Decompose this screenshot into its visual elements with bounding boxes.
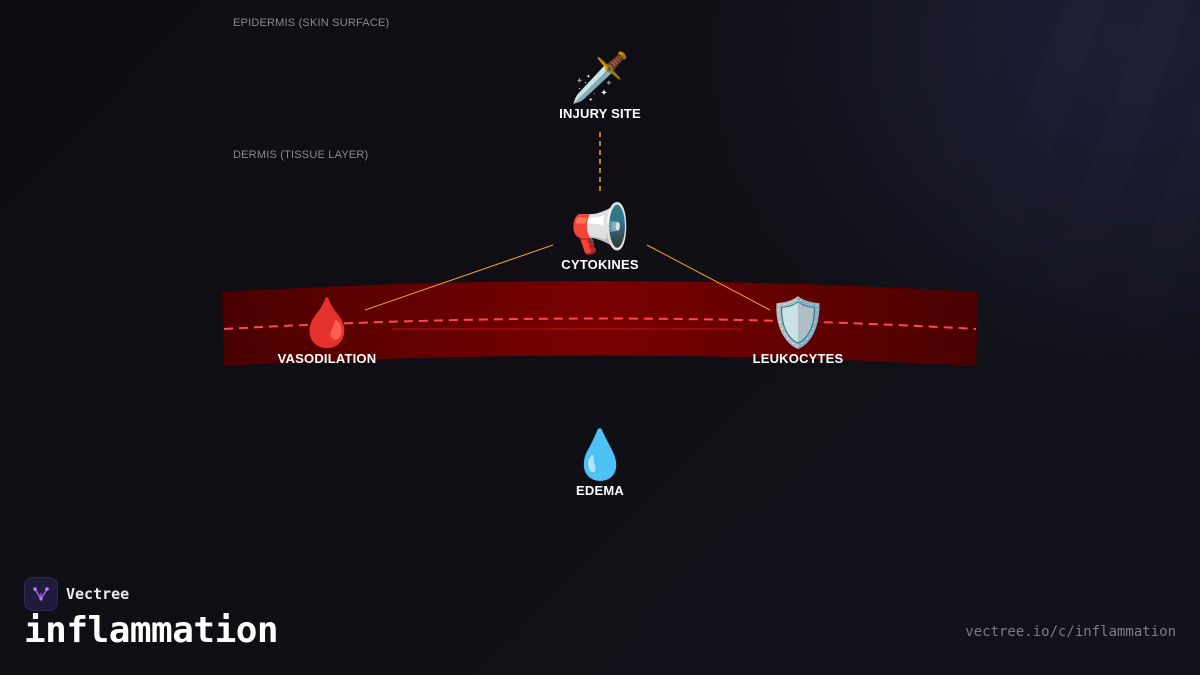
vectree-logo-icon (24, 577, 58, 611)
node-label: INJURY SITE (559, 106, 641, 121)
node-injury-site: 🗡️ INJURY SITE (510, 50, 690, 121)
node-label: CYTOKINES (561, 257, 639, 272)
node-label: LEUKOCYTES (752, 351, 844, 366)
blood-drop-icon: 🩸 (297, 295, 357, 351)
dagger-icon: 🗡️ (570, 50, 630, 106)
megaphone-icon: 📢 (570, 201, 630, 257)
node-leukocytes: 🛡️ LEUKOCYTES (708, 295, 888, 366)
node-label: VASODILATION (277, 351, 377, 366)
page-title: inflammation (24, 610, 279, 651)
blood-vessel (222, 281, 978, 366)
dermis-label: DERMIS (TISSUE LAYER) (233, 149, 369, 161)
epidermis-label: EPIDERMIS (SKIN SURFACE) (233, 17, 390, 29)
node-cytokines: 📢 CYTOKINES (510, 201, 690, 272)
node-edema: 💧 EDEMA (510, 427, 690, 498)
node-vasodilation: 🩸 VASODILATION (237, 295, 417, 366)
node-label: EDEMA (576, 483, 624, 498)
water-drop-icon: 💧 (570, 427, 630, 483)
vessel-flow-line (223, 317, 977, 330)
brand-name: Vectree (66, 585, 130, 603)
connector-cytokines-vasodilation (364, 244, 554, 311)
shield-icon: 🛡️ (768, 295, 828, 351)
brand[interactable]: Vectree (24, 577, 129, 611)
page-url[interactable]: vectree.io/c/inflammation (965, 624, 1176, 640)
connector-cytokines-leukocytes (646, 244, 771, 311)
